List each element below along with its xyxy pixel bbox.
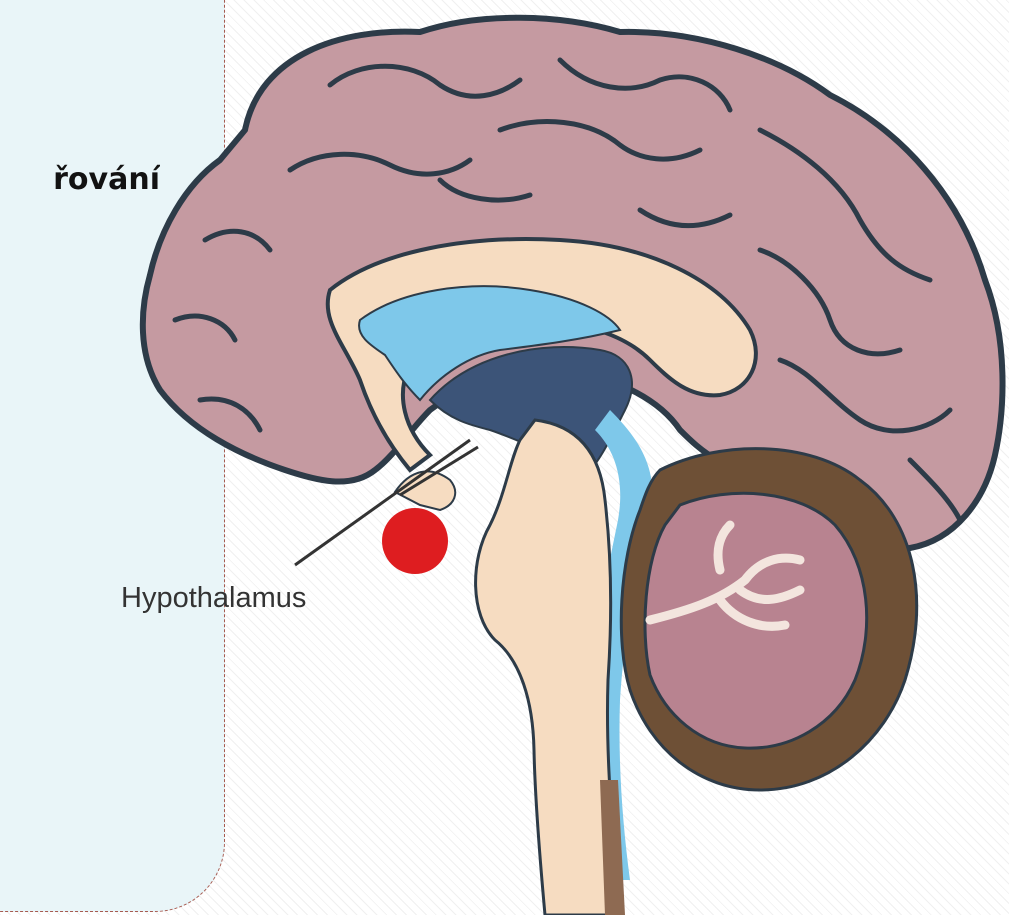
hypothalamus-label: Hypothalamus — [121, 582, 306, 615]
hypothalamus-marker — [382, 508, 448, 574]
brainstem — [476, 420, 620, 915]
cerebellum — [621, 449, 916, 790]
pituitary-stalk — [395, 471, 455, 510]
